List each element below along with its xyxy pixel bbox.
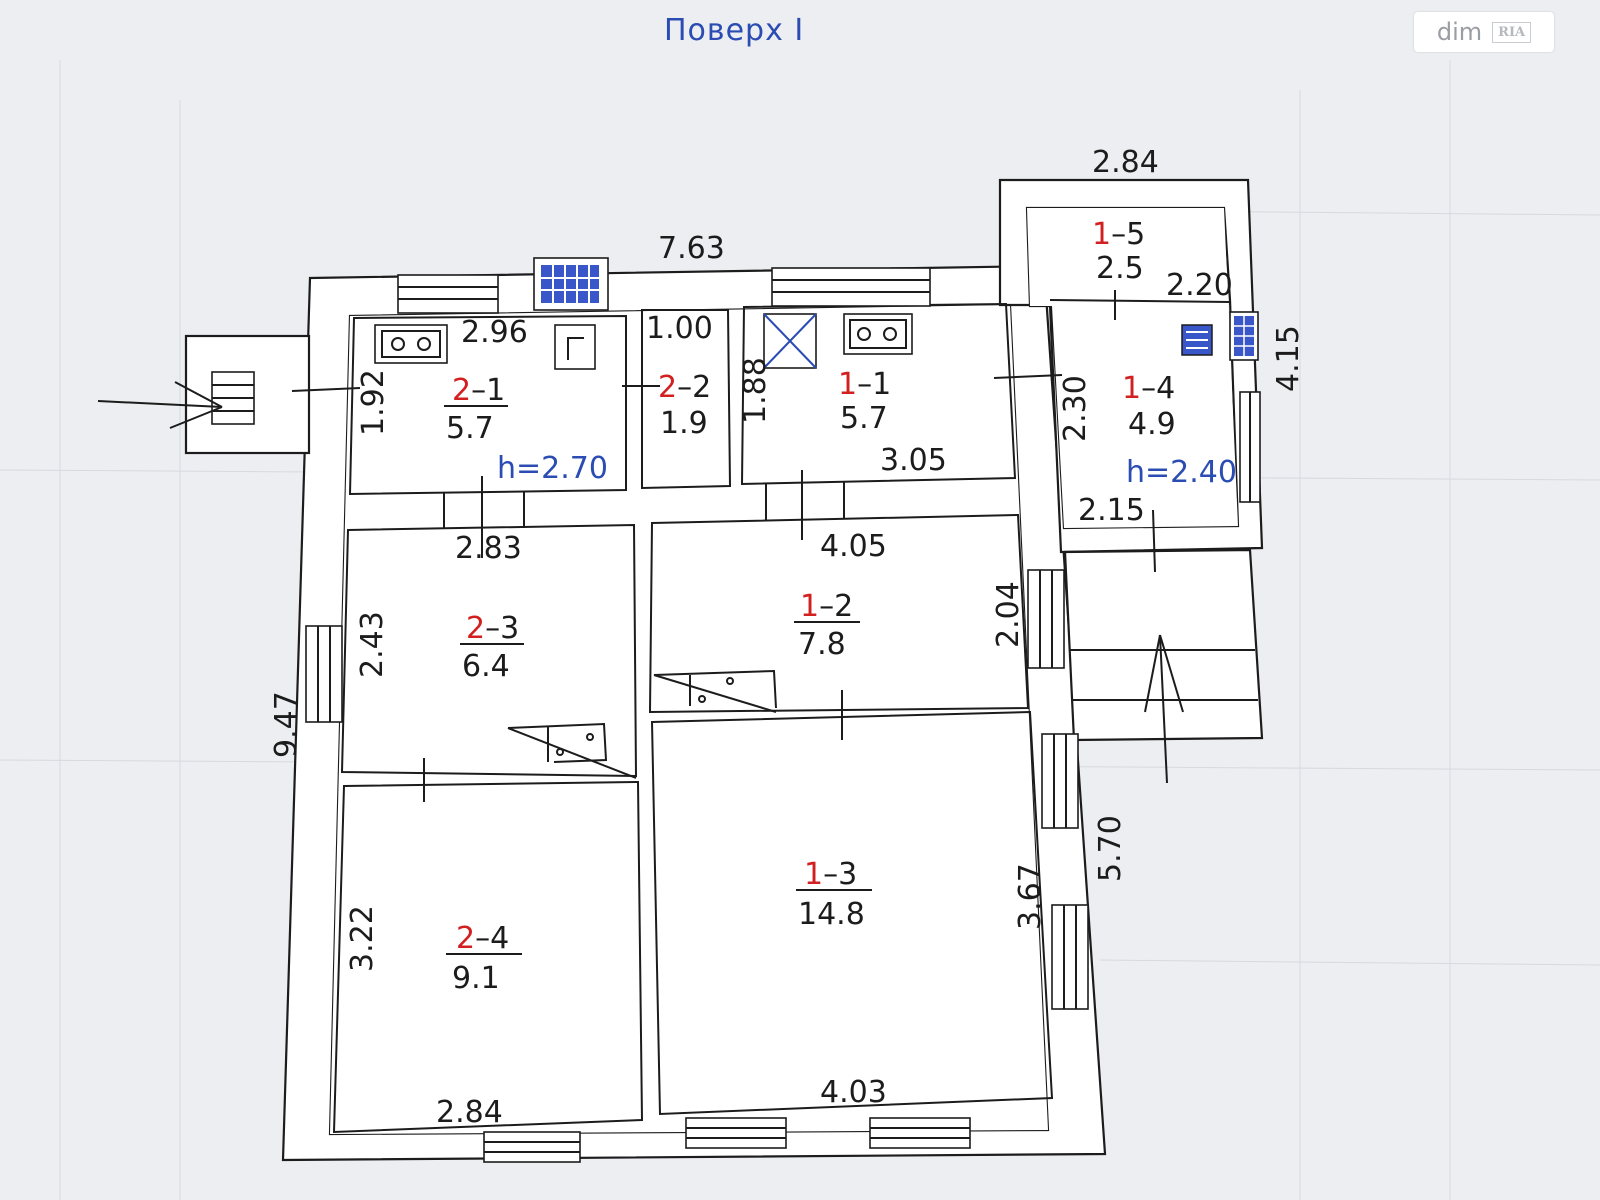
stair-1-2: [653, 669, 777, 713]
room-label-2-3: 2–3 6.4: [460, 611, 524, 684]
room-number-prefix: 2: [452, 373, 471, 408]
room-number-suffix: –3: [823, 857, 857, 892]
room-area: 2.5: [1096, 251, 1144, 286]
svg-text:1–1: 1–1: [838, 367, 891, 402]
dim-2-1-width: 2.96: [461, 315, 528, 350]
room-area: 1.9: [660, 406, 708, 441]
room-label-1-2: 1–2 7.8: [794, 589, 860, 662]
room-area: 14.8: [798, 897, 865, 932]
room-label-2-4: 2–4 9.1: [446, 921, 522, 996]
dim-left-overall: 9.47: [269, 691, 304, 758]
dim-1-2-width: 4.05: [820, 529, 887, 564]
svg-text:2–2: 2–2: [658, 370, 711, 405]
room-area: 5.7: [840, 401, 888, 436]
dim-1-1-height: 1.88: [738, 357, 773, 424]
svg-text:1–3: 1–3: [804, 857, 857, 892]
door-openings: [291, 290, 1156, 802]
ceiling-height-right: h=2.40: [1126, 455, 1237, 490]
room-label-2-2: 2–2 1.9: [658, 370, 711, 441]
entry-arrow-left: [97, 381, 223, 429]
building-interior: [330, 305, 1048, 1134]
dim-2-3-height: 2.43: [355, 611, 390, 678]
room-number-suffix: –2: [677, 370, 711, 405]
windows: [305, 267, 1261, 1163]
room-area: 7.8: [798, 627, 846, 662]
annex-interior: [1027, 208, 1238, 528]
room-number-prefix: 1: [800, 589, 819, 624]
room-1-2-outline: [648, 513, 1030, 714]
dim-1-4-height: 2.30: [1058, 375, 1093, 442]
entry-arrow-right: [1144, 634, 1184, 784]
dim-2-2-width: 1.00: [646, 311, 713, 346]
dim-1-3-height: 3.67: [1013, 863, 1048, 930]
room-area: 4.9: [1128, 407, 1176, 442]
gas-meter-icon: [554, 324, 596, 370]
svg-text:2–3: 2–3: [466, 611, 519, 646]
dim-2-3-width: 2.83: [455, 531, 522, 566]
dim-1-1-width: 3.05: [880, 443, 947, 478]
dim-annex-top: 2.84: [1092, 145, 1159, 180]
svg-text:1–5: 1–5: [1092, 217, 1145, 252]
boiler-icon: [1181, 324, 1213, 356]
room-number-suffix: –2: [819, 589, 853, 624]
room-number-suffix: –1: [471, 373, 505, 408]
dim-2-4-width: 2.84: [436, 1095, 503, 1130]
room-area: 9.1: [452, 961, 500, 996]
dim-right-lower: 5.70: [1093, 815, 1128, 882]
room-number-suffix: –5: [1111, 217, 1145, 252]
watermark-brand: dim: [1436, 18, 1483, 46]
radiator-icon-annex: [1229, 311, 1259, 361]
svg-text:1–2: 1–2: [800, 589, 853, 624]
dim-top-overall: 7.63: [658, 231, 725, 266]
svg-text:2–4: 2–4: [456, 921, 509, 956]
room-number-prefix: 2: [456, 921, 475, 956]
site-watermark: dim RIA: [1414, 12, 1554, 52]
room-1-3-outline: [650, 710, 1054, 1116]
room-number-prefix: 2: [658, 370, 677, 405]
dim-1-5-width: 2.20: [1166, 268, 1233, 303]
room-2-1-outline: [348, 314, 627, 496]
room-2-2-outline: [641, 309, 732, 490]
dim-1-2-height: 2.04: [991, 581, 1026, 648]
room-label-1-4: 1–4 4.9: [1122, 371, 1176, 442]
annex-partition: [1049, 299, 1231, 303]
dim-annex-right: 4.15: [1271, 325, 1306, 392]
room-area: 5.7: [446, 411, 494, 446]
svg-text:1–4: 1–4: [1122, 371, 1175, 406]
room-2-4-outline: [332, 780, 644, 1134]
watermark-badge: RIA: [1492, 21, 1532, 43]
room-number-prefix: 1: [838, 367, 857, 402]
room-number-prefix: 1: [1092, 217, 1111, 252]
stove-icon-kitchen: [843, 313, 913, 355]
stair-2-3: [507, 722, 637, 779]
room-number-suffix: –1: [857, 367, 891, 402]
room-label-1-3: 1–3 14.8: [796, 857, 872, 932]
floor-title: Поверх I: [664, 13, 804, 48]
room-label-1-1: 1–1 5.7: [838, 367, 891, 436]
ventilation-icon: [763, 313, 817, 369]
room-number-suffix: –3: [485, 611, 519, 646]
dim-1-3-width: 4.03: [820, 1075, 887, 1110]
stove-icon: [374, 324, 448, 364]
room-label-2-1: 2–1 5.7: [444, 373, 508, 446]
room-number-suffix: –4: [1141, 371, 1175, 406]
room-label-1-5: 1–5 2.5: [1092, 217, 1145, 286]
room-number-prefix: 1: [1122, 371, 1141, 406]
dim-2-4-height: 3.22: [345, 905, 380, 972]
room-2-3-outline: [340, 523, 638, 778]
radiator-icon: [533, 257, 609, 311]
room-number-suffix: –4: [475, 921, 509, 956]
room-number-prefix: 1: [804, 857, 823, 892]
room-number-prefix: 2: [466, 611, 485, 646]
svg-text:2–1: 2–1: [452, 373, 505, 408]
dim-1-4-width: 2.15: [1078, 493, 1145, 528]
ceiling-height-left: h=2.70: [497, 451, 608, 486]
room-area: 6.4: [462, 649, 510, 684]
dim-2-1-height: 1.92: [356, 369, 391, 436]
